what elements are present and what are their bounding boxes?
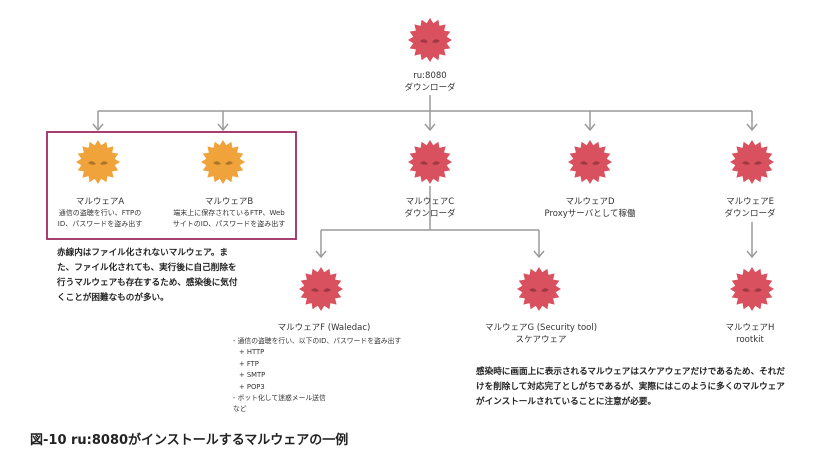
malware-f-title: マルウェアF (Waledac) <box>277 323 371 333</box>
malware-d-title: マルウェアD <box>565 197 615 207</box>
malware-g-title: マルウェアG (Security tool) <box>484 323 598 333</box>
malware-b-title: マルウェアB <box>204 197 254 207</box>
malware-b-label: マルウェアB 端末上に保存されているFTP、Web サイトのID、パスワードを盗… <box>164 196 294 230</box>
malware-a-label: マルウェアA 通信の盗聴を行い、FTPの ID、パスワードを盗み出す <box>40 196 160 230</box>
malware-f-details: - 通信の盗聴を行い、以下のID、パスワードを盗み出す + HTTP + FTP… <box>233 336 401 416</box>
malware-c-label: マルウェアC ダウンローダ <box>378 196 482 220</box>
malware-e-title: マルウェアE <box>726 197 774 207</box>
malware-c-virus-icon <box>408 140 452 184</box>
malware-e-desc: ダウンローダ <box>724 209 776 219</box>
f-detail-line: + SMTP <box>239 371 266 380</box>
malware-g-desc: スケアウェア <box>515 335 567 345</box>
malware-c-title: マルウェアC <box>405 197 455 207</box>
malware-g-label: マルウェアG (Security tool) スケアウェア <box>466 322 616 346</box>
malware-a-desc-2: ID、パスワードを盗み出す <box>57 220 143 228</box>
f-detail-line: + POP3 <box>239 382 265 391</box>
arrow-top-2-head <box>424 123 436 132</box>
malware-d-desc: Proxyサーバとして稼働 <box>544 209 636 219</box>
malware-a-desc-1: 通信の盗聴を行い、FTPの <box>58 209 142 217</box>
malware-a-virus-icon <box>76 140 120 184</box>
root-name: ru:8080 <box>413 71 447 81</box>
f-detail-line: - 通信の盗聴を行い、以下のID、パスワードを盗み出す <box>233 337 402 345</box>
malware-h-title: マルウェアH <box>725 323 775 333</box>
malware-c-desc: ダウンローダ <box>404 209 456 219</box>
malware-h-desc: rootkit <box>736 335 764 345</box>
malware-f-label: マルウェアF (Waledac) <box>254 322 394 334</box>
arrow-to-g-head <box>533 250 545 259</box>
malware-a-title: マルウェアA <box>75 197 125 207</box>
malware-g-virus-icon <box>517 267 561 311</box>
root-role: ダウンローダ <box>404 83 456 93</box>
f-detail-line: - ボット化して迷惑メール送信 <box>233 394 326 403</box>
f-detail-line: + HTTP <box>239 348 265 357</box>
scareware-note: 感染時に画面上に表示されるマルウェアはスケアウェアだけであるため、それだけを削除… <box>476 367 785 407</box>
malware-b-desc-1: 端末上に保存されているFTP、Web <box>173 209 285 217</box>
malware-h-label: マルウェアH rootkit <box>700 322 800 346</box>
arrow-top-3-head <box>584 123 596 132</box>
arrow-top-0-head <box>92 123 104 132</box>
malware-d-label: マルウェアD Proxyサーバとして稼働 <box>530 196 650 220</box>
malware-d-virus-icon <box>568 140 612 184</box>
malware-e-label: マルウェアE ダウンローダ <box>700 196 800 220</box>
root-virus-icon <box>408 18 452 62</box>
figure-caption: 図-10 ru:8080がインストールするマルウェアの一例 <box>30 433 349 448</box>
malware-f-virus-icon <box>299 267 343 311</box>
f-detail-line: + FTP <box>239 359 259 368</box>
f-detail-line: など <box>233 405 247 414</box>
malware-b-desc-2: サイトのID、パスワードを盗み出す <box>172 220 286 228</box>
fileless-note: 赤線内はファイル化されないマルウェア。また、ファイル化されても、実行後に自己削除… <box>57 248 238 303</box>
malware-e-virus-icon <box>730 140 774 184</box>
root-label: ru:8080 ダウンローダ <box>376 70 484 94</box>
malware-h-virus-icon <box>730 267 774 311</box>
arrow-top-4-head <box>746 123 758 132</box>
arrow-top-1-head <box>217 123 229 132</box>
fileless-frame <box>46 131 297 240</box>
arrow-to-h-head <box>746 250 758 259</box>
arrow-to-f-head <box>315 250 327 259</box>
malware-b-virus-icon <box>201 140 245 184</box>
connectors <box>92 95 758 259</box>
